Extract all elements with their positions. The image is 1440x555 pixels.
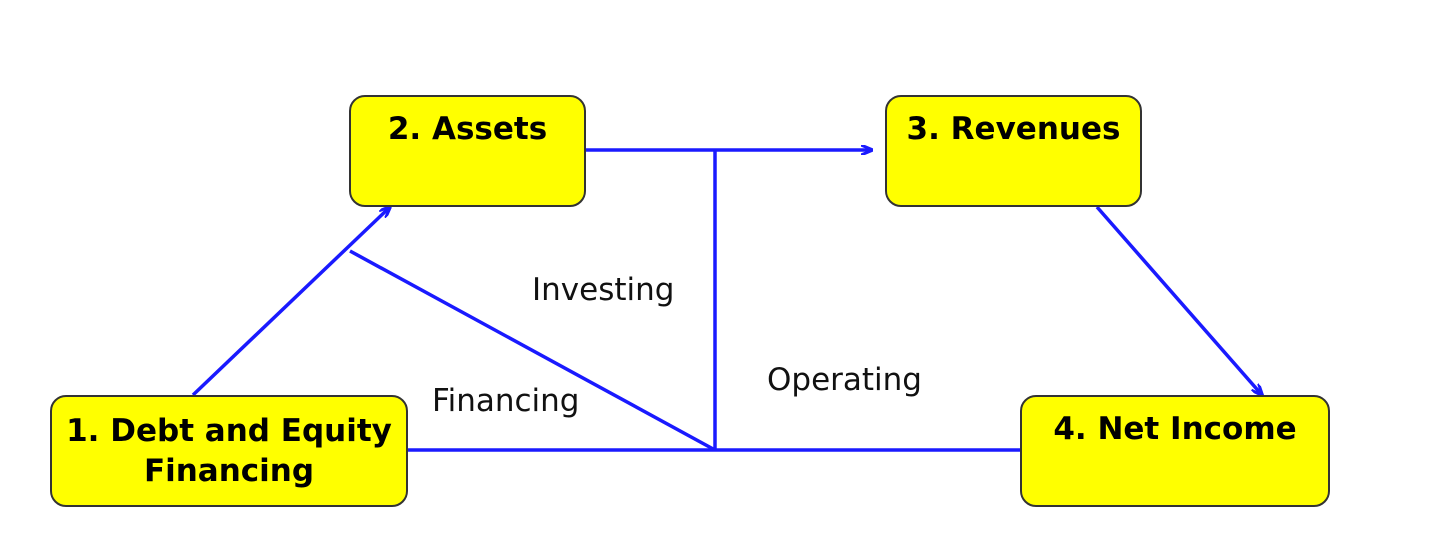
arrow-revenues-to-net-income: [1095, 205, 1262, 395]
node-debt-equity-financing: 1. Debt and Equity Financing: [50, 395, 408, 507]
node-net-income-label: 4. Net Income: [1053, 411, 1297, 447]
label-financing: Financing: [432, 383, 580, 419]
node-revenues-label: 3. Revenues: [906, 111, 1121, 147]
line-investing-diagonal: [349, 249, 716, 452]
node-assets: 2. Assets: [349, 95, 586, 207]
arrow-financing-to-assets: [191, 207, 390, 397]
node-net-income: 4. Net Income: [1020, 395, 1330, 507]
label-investing: Investing: [532, 272, 675, 308]
node-revenues: 3. Revenues: [885, 95, 1142, 207]
label-operating: Operating: [767, 362, 922, 398]
node-assets-label: 2. Assets: [387, 111, 548, 147]
node-financing-line1: 1. Debt and Equity: [66, 413, 392, 449]
node-financing-line2: Financing: [143, 453, 315, 489]
